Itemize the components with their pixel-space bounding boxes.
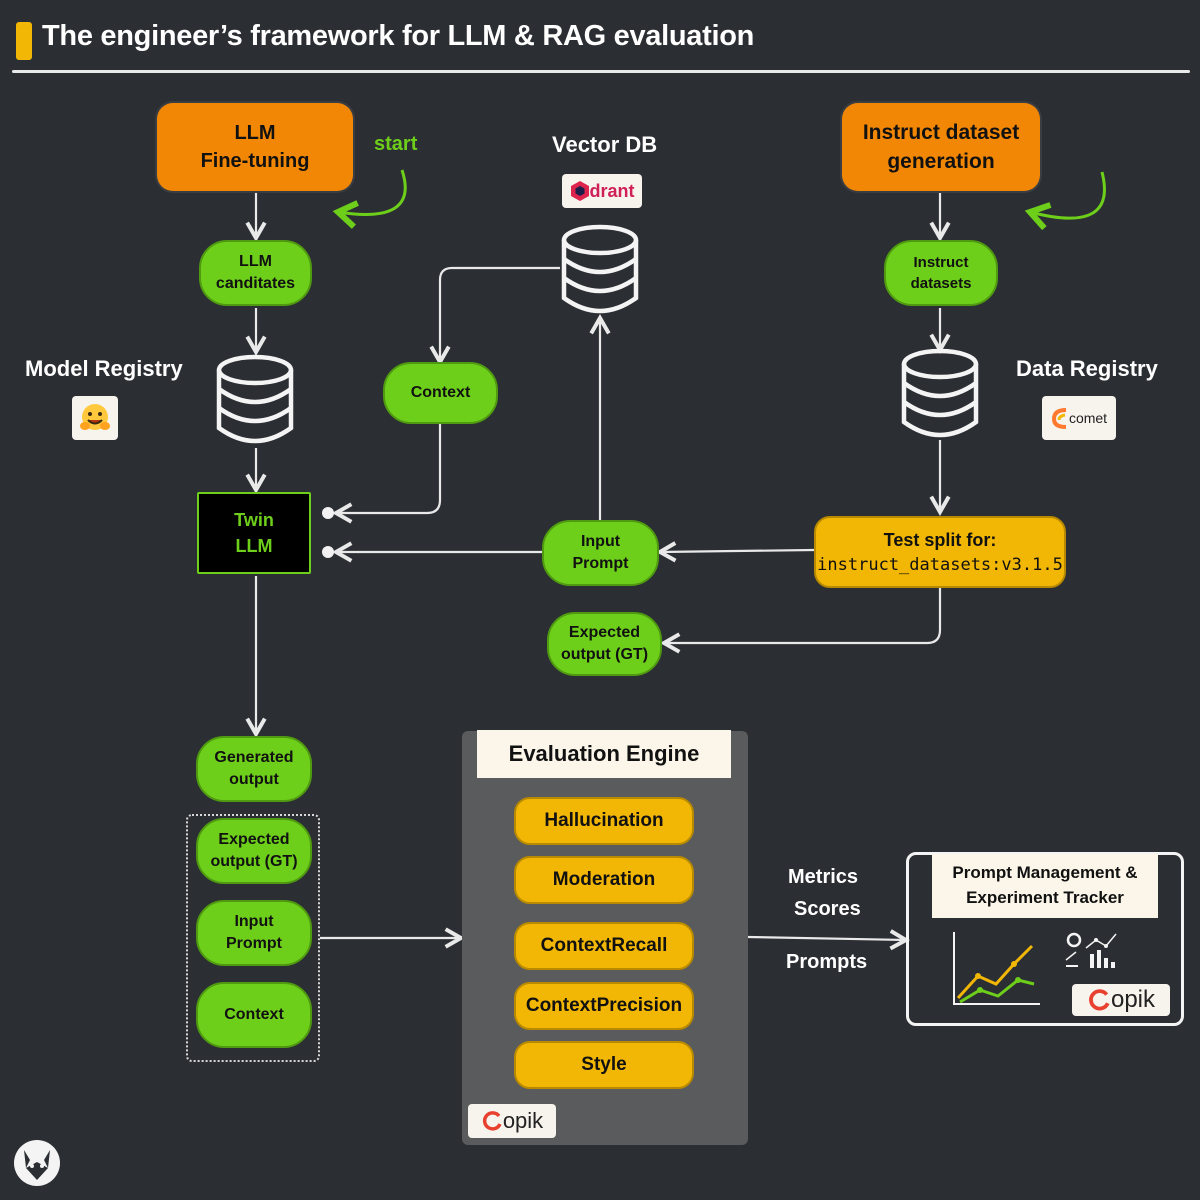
metric-hallucination: Hallucination xyxy=(514,797,694,845)
opik-icon xyxy=(1089,989,1110,1011)
wolf-mascot-icon xyxy=(14,1140,60,1186)
opik-icon xyxy=(482,1111,502,1131)
llm-finetuning-box: LLM Fine-tuning xyxy=(157,103,353,191)
prompts-label: Prompts xyxy=(786,951,868,973)
twin-llm-box: Twin LLM xyxy=(197,492,311,574)
instruct-datasets-box: Instruct datasets xyxy=(884,240,998,306)
evaluation-engine-title: Evaluation Engine xyxy=(477,730,731,778)
data-registry-label: Data Registry xyxy=(1016,356,1158,381)
expected-output-box: Expected output (GT) xyxy=(547,612,662,676)
tracker-chart-icon xyxy=(953,932,1117,1005)
model-registry-label: Model Registry xyxy=(25,356,183,381)
comet-logo-text: comet xyxy=(1068,410,1108,426)
metrics-label: Metrics xyxy=(788,866,859,888)
start-label-left: start xyxy=(374,133,418,155)
title-divider xyxy=(12,70,1190,73)
metric-style: Style xyxy=(514,1041,694,1089)
evaluation-inputs-group xyxy=(186,814,320,1062)
experiment-tracker-panel xyxy=(906,852,1184,1026)
test-split-box: Test split for: instruct_datasets:v3.1.5 xyxy=(814,516,1066,588)
metric-context-precision: ContextPrecision xyxy=(514,982,694,1030)
group-expected-output-box: Expected output (GT) xyxy=(196,818,312,884)
group-context-box: Context xyxy=(196,982,312,1048)
database-cylinders xyxy=(216,224,979,444)
opik-logo-engine: opik xyxy=(468,1104,556,1138)
qdrant-logo: drant xyxy=(562,174,642,208)
qdrant-icon xyxy=(570,181,589,201)
title-accent-bar xyxy=(16,22,32,60)
metric-context-recall: ContextRecall xyxy=(514,922,694,970)
qdrant-logo-text: drant xyxy=(589,180,635,201)
test-split-title: Test split for: xyxy=(883,529,997,550)
group-input-prompt-box: Input Prompt xyxy=(196,900,312,966)
opik-logo-tracker: opik xyxy=(1072,984,1170,1016)
metric-moderation: Moderation xyxy=(514,856,694,904)
comet-icon xyxy=(1051,408,1067,429)
tracker-title: Prompt Management & Experiment Tracker xyxy=(932,854,1158,918)
instruct-generation-box: Instruct dataset generation xyxy=(842,103,1040,191)
hugging-face-icon xyxy=(72,396,118,440)
generated-output-box: Generated output xyxy=(196,736,312,802)
page-title: The engineer’s framework for LLM & RAG e… xyxy=(42,20,755,52)
vector-db-label: Vector DB xyxy=(552,132,658,157)
opik-logo-tracker-text: opik xyxy=(1110,986,1156,1013)
scores-label: Scores xyxy=(794,898,861,920)
input-prompt-box: Input Prompt xyxy=(542,520,659,586)
test-split-version: instruct_datasets:v3.1.5 xyxy=(817,554,1063,575)
context-box: Context xyxy=(383,362,498,424)
llm-candidates-box: LLM canditates xyxy=(199,240,312,306)
opik-logo-text: opik xyxy=(502,1108,544,1133)
comet-logo: comet xyxy=(1042,396,1116,440)
